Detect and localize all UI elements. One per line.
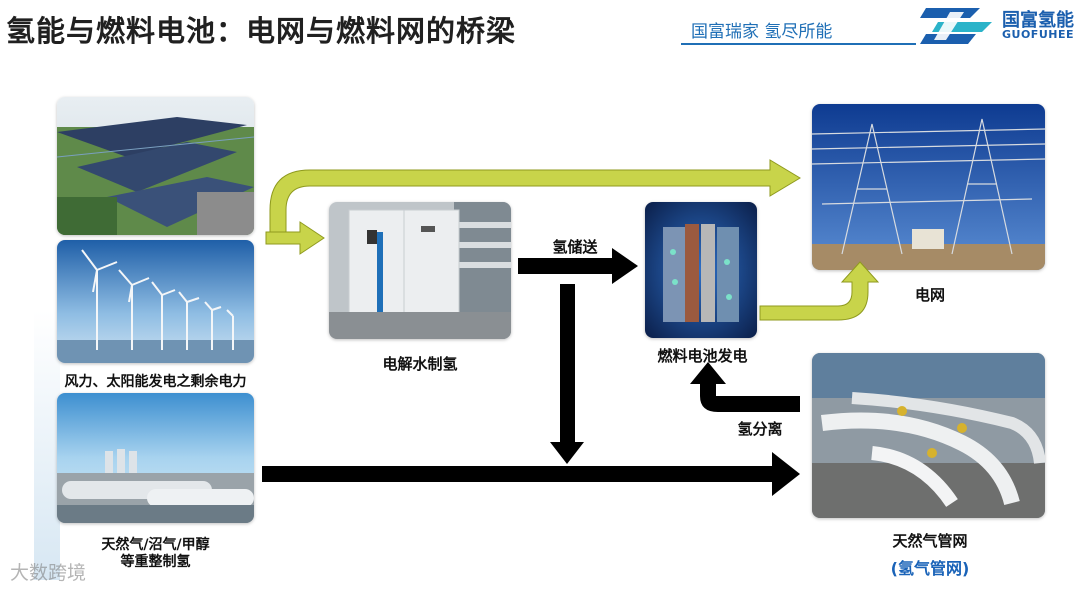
gas-network-label: 天然气管网 [892,532,968,550]
electrolysis-label: 电解水制氢 [382,355,458,373]
wind-photo [57,240,254,363]
watermark: 大数跨境 [10,562,87,584]
gas-network-sublabel: (氢气管网) [890,559,970,578]
gas-network-photo [812,353,1045,518]
separation-edge-label: 氢分离 [737,420,783,438]
grid-label: 电网 [914,286,945,304]
fuelcell-label: 燃料电池发电 [657,347,748,365]
company-logo-icon [920,8,992,44]
logo-text-cn: 国富氢能 [1002,10,1074,31]
logo-text-en: GUOFUHEE [1002,28,1074,41]
page-title: 氢能与燃料电池：电网与燃料网的桥梁 [6,14,517,48]
slogan: 国富瑞家 氢尽所能 [691,22,833,42]
solar-photo [57,97,254,235]
black-arrow-separation [690,362,800,412]
black-arrow-down [550,284,584,464]
grid-photo [812,104,1045,270]
decorative-band [34,310,60,580]
gas-reforming-photo [57,393,254,523]
yellow-arrow-to-electrolysis [265,221,325,255]
gas-reforming-label-line1: 天然气/沼气/甲醇 [101,537,210,553]
storage-edge-label: 氢储送 [552,238,598,256]
gas-reforming-label-line2: 等重整制氢 [120,554,191,570]
yellow-arrow-fuelcell-to-grid [759,261,880,321]
fuelcell-photo [645,202,757,338]
slogan-underline [681,43,916,45]
black-arrow-storage [518,248,638,284]
renewables-label: 风力、太阳能发电之剩余电力 [64,374,247,390]
black-arrow-bottom [262,452,800,496]
electrolyzer-photo [329,202,511,339]
yellow-arrow-to-grid [269,159,801,237]
